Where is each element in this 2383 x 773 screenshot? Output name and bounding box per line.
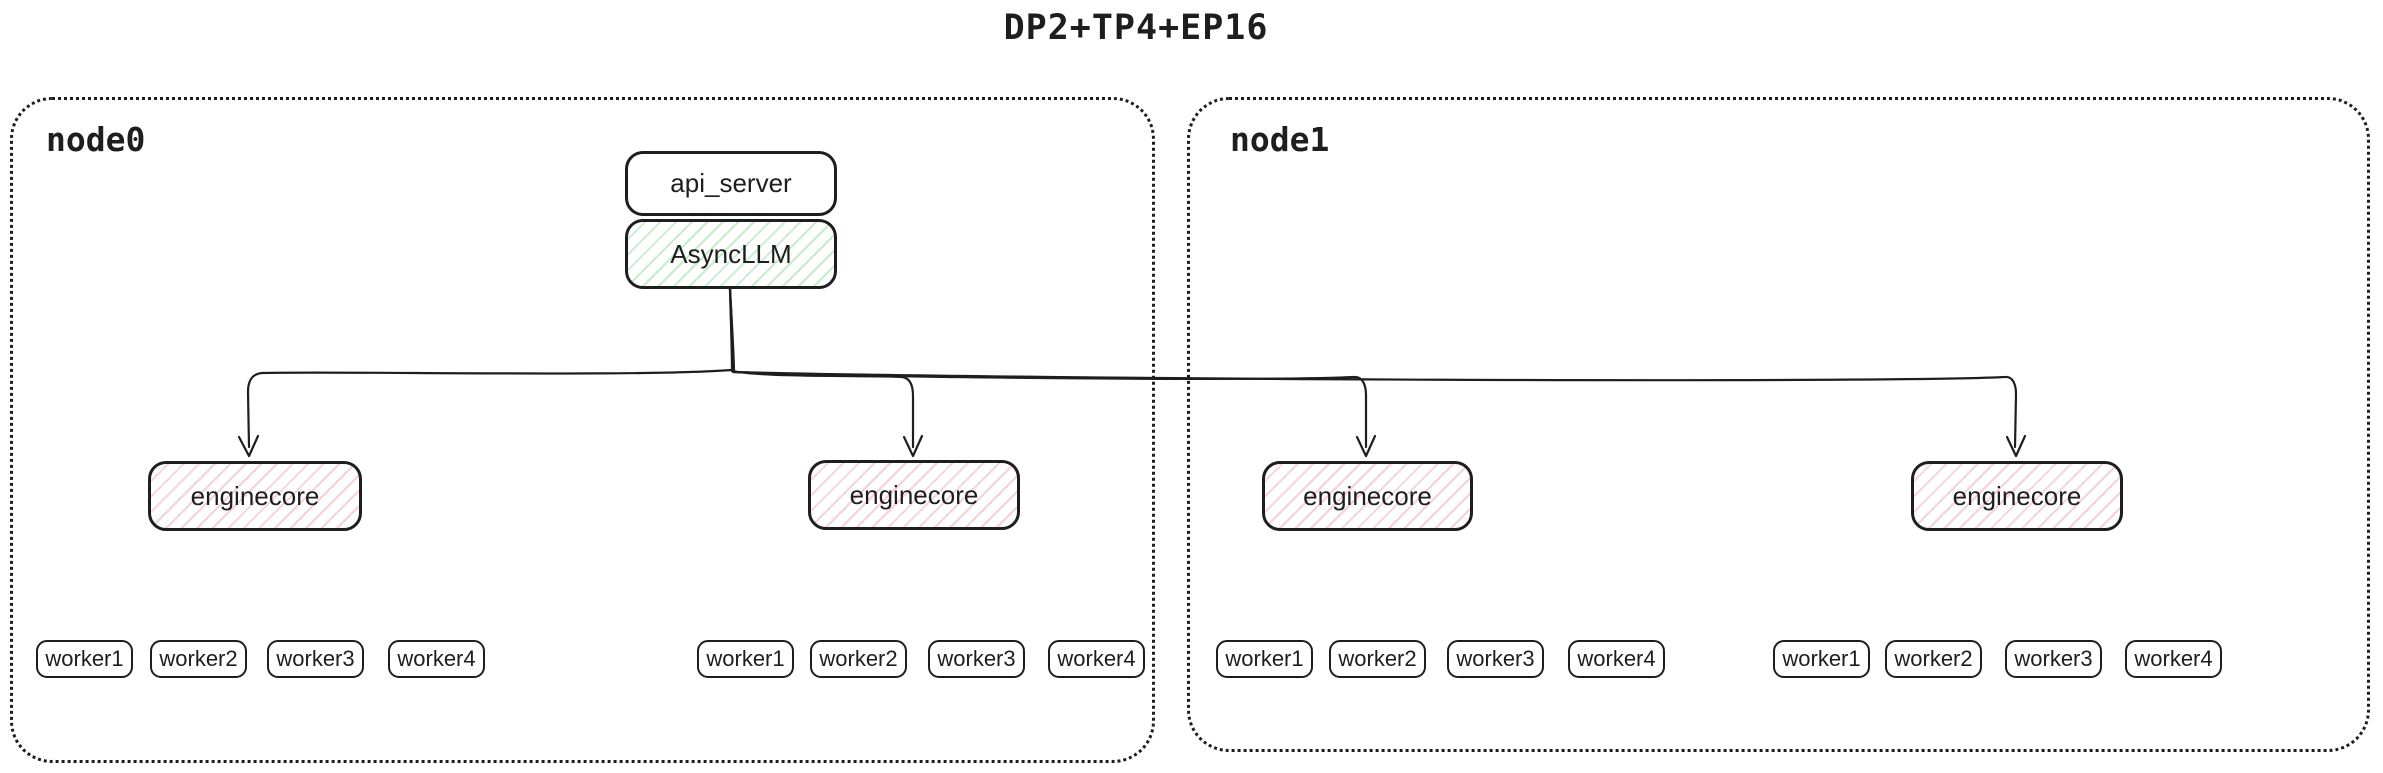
diagram-title: DP2+TP4+EP16 <box>1003 8 1269 48</box>
worker-box: worker3 <box>2005 640 2102 678</box>
node1-label: node1 <box>1230 120 1330 159</box>
worker-box: worker1 <box>36 640 133 678</box>
enginecore-box-2: enginecore <box>808 460 1020 530</box>
worker-box: worker3 <box>928 640 1025 678</box>
worker-box: worker1 <box>1216 640 1313 678</box>
enginecore-box-4: enginecore <box>1911 461 2123 531</box>
enginecore-box-1: enginecore <box>148 461 362 531</box>
worker-box: worker2 <box>150 640 247 678</box>
worker-box: worker2 <box>1329 640 1426 678</box>
asyncllm-box: AsyncLLM <box>625 219 837 289</box>
worker-box: worker3 <box>1447 640 1544 678</box>
node0-label: node0 <box>46 120 146 159</box>
api-server-box: api_server <box>625 151 837 216</box>
worker-box: worker3 <box>267 640 364 678</box>
worker-box: worker4 <box>1568 640 1665 678</box>
worker-box: worker1 <box>697 640 794 678</box>
enginecore-box-3: enginecore <box>1262 461 1473 531</box>
worker-box: worker4 <box>1048 640 1145 678</box>
worker-box: worker2 <box>810 640 907 678</box>
worker-box: worker4 <box>2125 640 2222 678</box>
worker-box: worker1 <box>1773 640 1870 678</box>
worker-box: worker4 <box>388 640 485 678</box>
worker-box: worker2 <box>1885 640 1982 678</box>
